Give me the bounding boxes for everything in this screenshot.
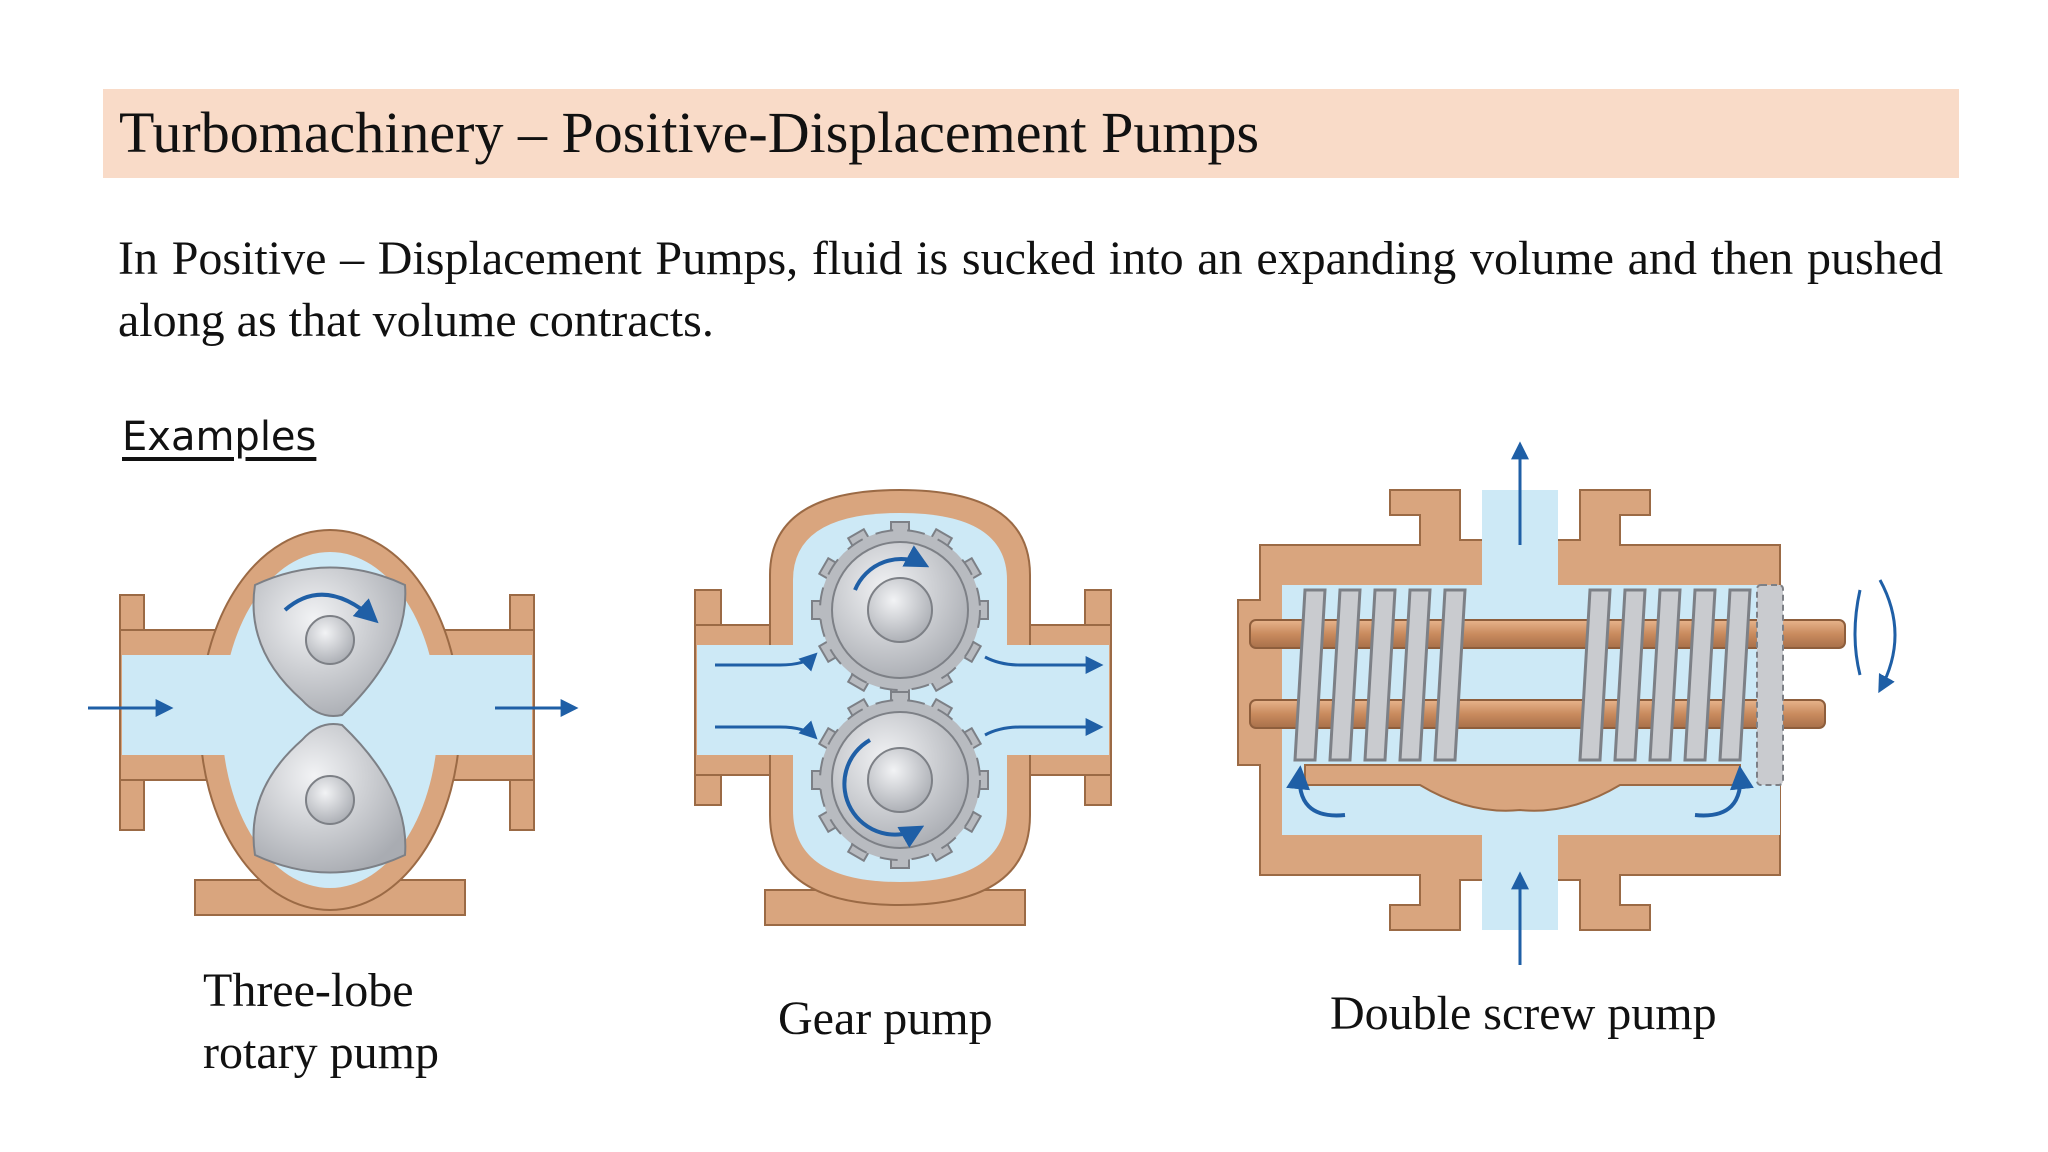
lower-gear xyxy=(811,691,989,869)
intro-paragraph: In Positive – Displacement Pumps, fluid … xyxy=(118,232,1943,347)
title-bar: Turbomachinery – Positive-Displacement P… xyxy=(103,89,1959,178)
double-screw-pump-diagram xyxy=(1237,441,1897,965)
caption-gear-pump: Gear pump xyxy=(778,992,993,1045)
caption-three-lobe-line1: Three-lobe xyxy=(203,964,414,1017)
upper-gear xyxy=(811,521,989,699)
slide-title: Turbomachinery – Positive-Displacement P… xyxy=(119,100,1260,165)
caption-double-screw-pump: Double screw pump xyxy=(1330,987,1717,1040)
caption-three-lobe-line2: rotary pump xyxy=(203,1026,439,1079)
examples-heading: Examples xyxy=(122,414,317,460)
gear-pump-diagram xyxy=(694,488,1112,926)
three-lobe-pump-diagram xyxy=(88,529,579,916)
